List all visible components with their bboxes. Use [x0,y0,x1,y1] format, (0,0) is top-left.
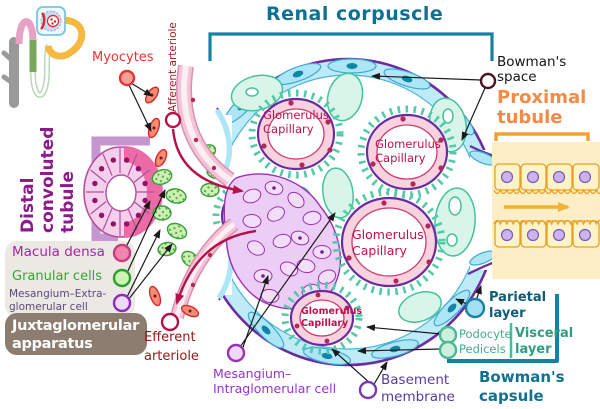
parietal-marker [464,297,486,319]
efferent-marker [160,312,180,332]
renal-corpuscle-bracket [208,32,494,61]
afferent-flow-arrow [171,128,244,195]
efferent-flow-arrow [175,229,257,305]
glomerulus-capillaries [248,89,457,355]
mesangium-extra-marker [112,293,132,313]
podocyte-marker [438,325,458,345]
mesangium-cells [223,173,342,310]
juxtaglomerular-box [5,313,147,355]
capillary-1 [248,89,344,179]
bowmans-capsule-bracket [447,294,559,363]
macula-densa-marker [112,243,132,263]
distal-tubule [83,136,163,243]
myocytes-marker [118,69,136,87]
capillary-3 [332,188,446,296]
afferent-marker [164,111,182,129]
capillary-2 [357,105,457,199]
legend-box [5,241,135,317]
nephron-inset [1,6,86,108]
mesangium-intra-marker [226,343,246,363]
capillary-4 [281,281,363,355]
pedicels-marker [438,340,458,360]
proximal-tubule-bracket [494,132,590,141]
proximal-tubule [492,142,600,279]
label-markers [112,69,497,400]
basement-marker [358,380,378,400]
indicator-arrows [125,72,486,387]
bowmans-space-marker [479,72,497,90]
granular-marker [112,268,132,288]
afferent-arteriole-vessel [176,64,235,187]
